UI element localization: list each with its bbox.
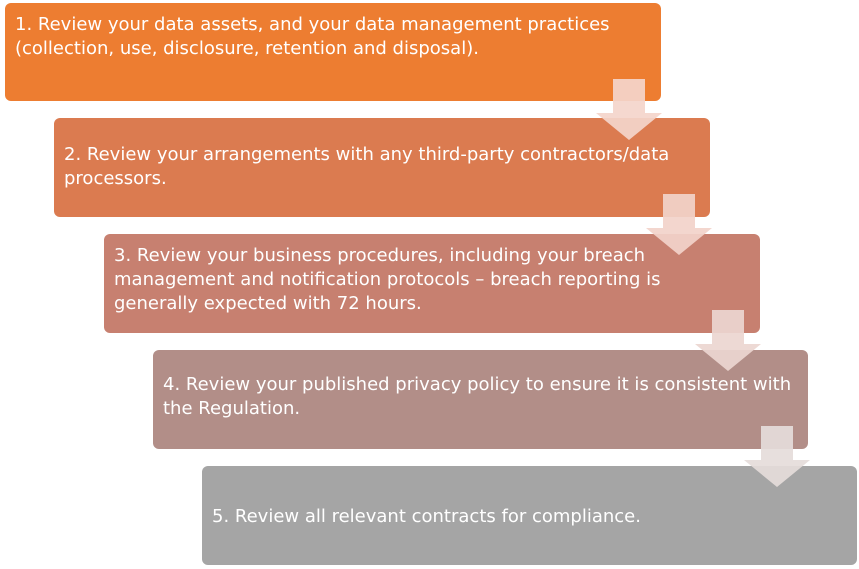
step-text-2: 2. Review your arrangements with any thi… (64, 144, 670, 189)
step-text-5: 5. Review all relevant contracts for com… (212, 506, 641, 527)
down-arrow-icon (646, 194, 712, 255)
step-box-3: 3. Review your business procedures, incl… (104, 234, 760, 333)
step-box-5: 5. Review all relevant contracts for com… (202, 466, 857, 565)
step-text-1: 1. Review your data assets, and your dat… (15, 14, 610, 59)
down-arrow-icon (695, 310, 761, 371)
down-arrow-icon (744, 426, 810, 487)
step-box-2: 2. Review your arrangements with any thi… (54, 118, 710, 217)
down-arrow-icon (596, 79, 662, 140)
step-box-1: 1. Review your data assets, and your dat… (5, 3, 661, 101)
step-text-4: 4. Review your published privacy policy … (163, 374, 792, 419)
step-box-4: 4. Review your published privacy policy … (153, 350, 808, 449)
step-text-3: 3. Review your business procedures, incl… (114, 245, 661, 314)
